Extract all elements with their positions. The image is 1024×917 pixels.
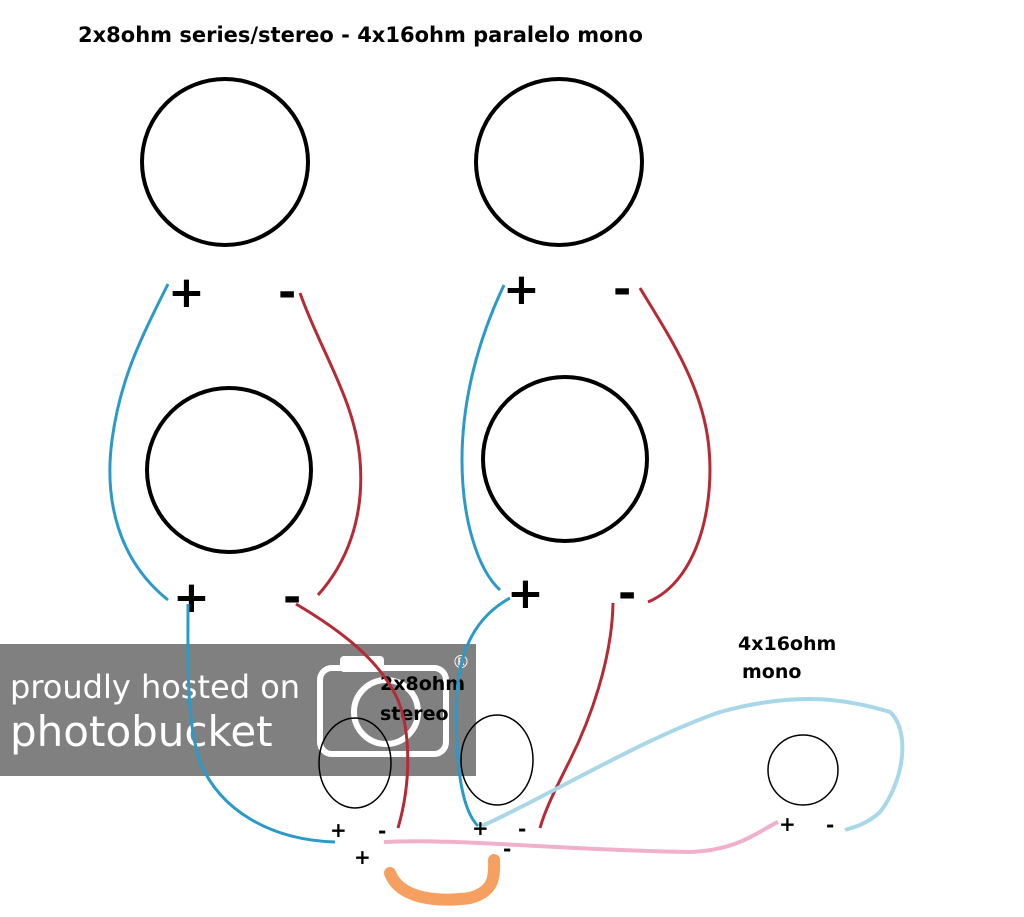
wire-positive-left-to-amp xyxy=(186,603,336,844)
wire-negative-left xyxy=(298,292,363,597)
terminal-plus-amp-right: + xyxy=(472,816,489,840)
wire-positive-right-to-amp xyxy=(454,596,511,828)
speaker-cabinet-left xyxy=(140,77,313,554)
terminal-minus-jumper: - xyxy=(503,837,511,861)
speaker-bottom-left xyxy=(145,386,313,554)
amp-output-left xyxy=(318,717,392,809)
terminal-plus-top-right: + xyxy=(503,264,540,315)
amp-output-mono xyxy=(767,734,839,806)
photobucket-watermark: proudly hosted on photobucket ® xyxy=(0,644,476,776)
speaker-cabinet-right xyxy=(474,77,649,543)
wire-jumper-orange xyxy=(384,854,501,906)
diagram-title: 2x8ohm series/stereo - 4x16ohm paralelo … xyxy=(78,23,643,47)
terminal-minus-bottom-right: - xyxy=(618,568,636,619)
terminal-minus-top-right: - xyxy=(613,264,631,315)
terminal-plus-amp-left: + xyxy=(330,818,347,842)
wire-positive-right xyxy=(460,284,506,592)
stereo-label-line1: 2x8ohm xyxy=(380,673,465,695)
terminal-minus-mono: - xyxy=(826,813,834,837)
stereo-label-line2: stereo xyxy=(380,703,449,725)
amp-output-right xyxy=(460,714,534,806)
terminal-plus-top-left: + xyxy=(168,267,205,318)
terminal-plus-jumper: + xyxy=(354,845,371,869)
terminal-plus-bottom-left: + xyxy=(173,572,210,623)
terminal-plus-bottom-right: + xyxy=(507,568,544,619)
terminal-minus-bottom-left: - xyxy=(283,572,301,623)
wire-pink xyxy=(383,820,779,855)
terminal-plus-mono: + xyxy=(779,812,796,836)
mono-label-line2: mono xyxy=(742,661,801,683)
terminal-minus-top-left: - xyxy=(278,267,296,318)
wire-positive-left xyxy=(108,283,170,602)
wire-negative-left-to-amp xyxy=(295,602,410,829)
speaker-top-right xyxy=(474,77,644,247)
speaker-top-left xyxy=(140,77,310,247)
watermark-line1: proudly hosted on xyxy=(10,668,300,706)
terminal-minus-amp-right: - xyxy=(518,817,526,841)
speaker-bottom-right xyxy=(481,375,649,543)
terminal-minus-amp-left: - xyxy=(378,819,386,843)
watermark-line2: photobucket xyxy=(10,707,273,756)
wire-negative-right-to-amp xyxy=(538,602,615,829)
wire-negative-right xyxy=(638,287,712,604)
mono-label-line1: 4x16ohm xyxy=(738,633,836,655)
wire-mono-loop xyxy=(481,696,905,832)
